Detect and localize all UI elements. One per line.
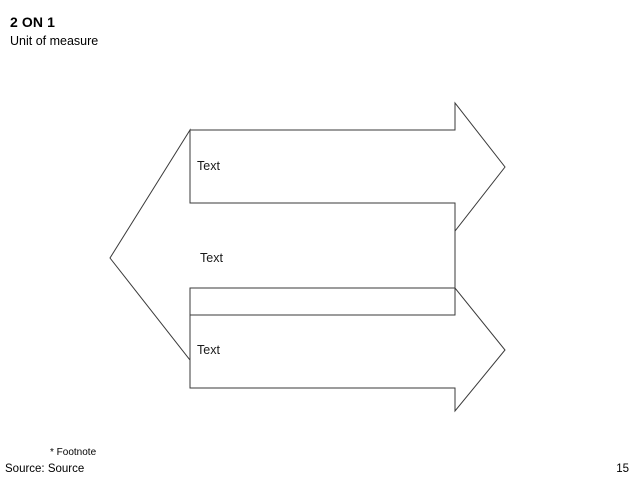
arrow-shape-bottom[interactable]	[190, 288, 505, 411]
arrow-label-bottom[interactable]: Text	[197, 343, 220, 357]
page-title: 2 ON 1	[10, 14, 55, 30]
page-number: 15	[616, 463, 629, 475]
page-subtitle: Unit of measure	[10, 34, 99, 48]
arrow-shape-top[interactable]	[190, 103, 505, 231]
arrow-label-middle[interactable]: Text	[200, 251, 223, 265]
footnote-text: * Footnote	[50, 447, 97, 458]
source-text: Source: Source	[5, 463, 85, 475]
arrow-label-top[interactable]: Text	[197, 159, 220, 173]
slide-header: 2 ON 1 Unit of measure	[10, 14, 610, 49]
